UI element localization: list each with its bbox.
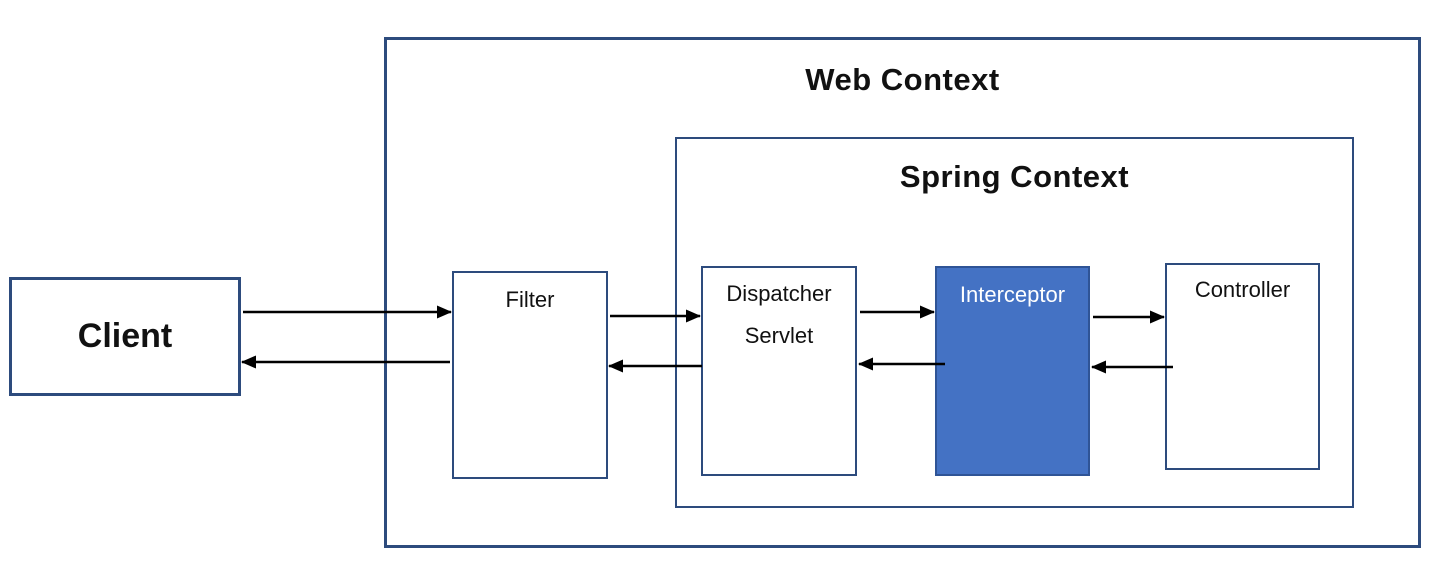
client-box: Client (9, 277, 241, 396)
controller-label: Controller (1194, 277, 1291, 302)
web-context-title: Web Context (805, 62, 1000, 97)
spring-context-title: Spring Context (899, 159, 1130, 194)
controller-box: Controller (1165, 263, 1320, 470)
spring-context-box: Spring Context Dispatcher Servlet Interc… (675, 137, 1354, 508)
dispatcher-servlet-label-line1: Dispatcher (726, 281, 832, 306)
dispatcher-servlet-box: Dispatcher Servlet (701, 266, 857, 476)
client-label: Client (77, 317, 173, 355)
filter-label: Filter (505, 287, 555, 312)
interceptor-box: Interceptor (935, 266, 1090, 476)
web-context-box: Web Context Filter Spring Context Dispat… (384, 37, 1421, 548)
interceptor-label: Interceptor (959, 282, 1066, 307)
dispatcher-servlet-label-line2: Servlet (744, 323, 814, 348)
filter-box: Filter (452, 271, 608, 479)
